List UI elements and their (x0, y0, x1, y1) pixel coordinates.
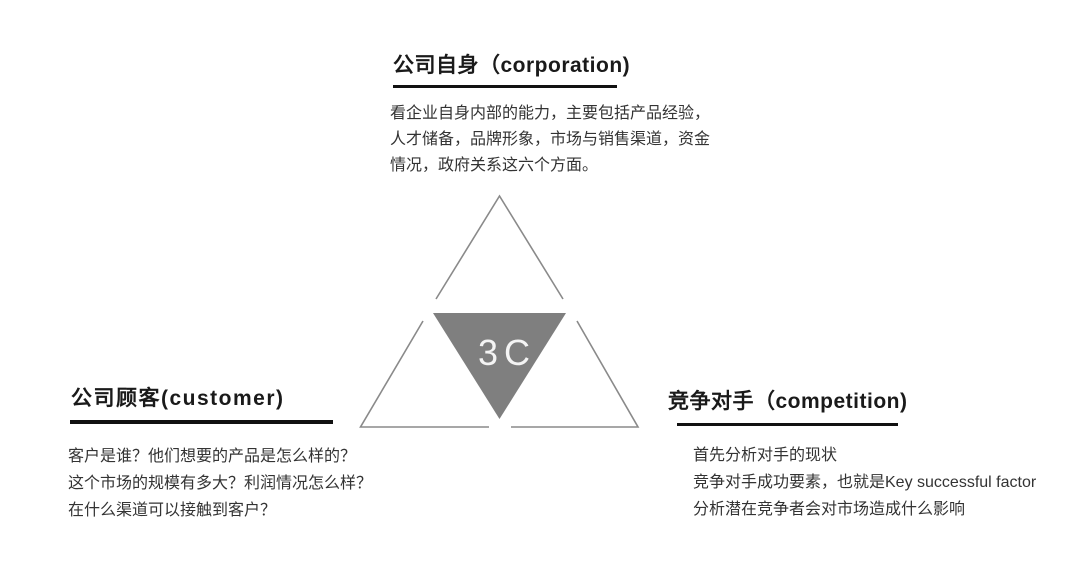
customer-section-title: 公司顾客(customer) (71, 387, 285, 410)
3c-center-label: 3C (478, 332, 536, 373)
corporation-section-title: 公司自身（corporation) (393, 54, 631, 77)
customer-description: 客户是谁？他们想要的产品是怎么样的？ 这个市场的规模有多大？利润情况怎么样？ 在… (68, 443, 372, 524)
bottom-right-triangle-outline (511, 320, 640, 428)
competition-title-underline (677, 423, 898, 426)
corporation-description-line: 情况，政府关系这六个方面。 (390, 157, 599, 174)
customer-description-line: 在什么渠道可以接触到客户？ (68, 502, 277, 519)
corporation-title-underline (393, 85, 617, 88)
top-triangle-outline (435, 194, 564, 300)
center-inverted-triangle (433, 313, 566, 419)
corporation-description-line: 人才储备，品牌形象，市场与销售渠道，资金 (390, 131, 711, 148)
customer-title-underline (70, 420, 333, 424)
corporation-description-line: 看企业自身内部的能力，主要包括产品经验， (390, 105, 711, 122)
3c-triangle-diagram: 3C (359, 194, 640, 428)
competition-description-line: 竞争对手成功要素，也就是Key successful factor (693, 474, 1037, 491)
competition-section-title: 竞争对手（competition) (668, 390, 908, 413)
bottom-left-triangle-outline (359, 320, 489, 428)
competition-description-line: 分析潜在竞争者会对市场造成什么影响 (693, 501, 966, 518)
competition-description: 首先分析对手的现状 竞争对手成功要素，也就是Key successful fac… (693, 442, 1036, 523)
competition-description-line: 首先分析对手的现状 (693, 447, 838, 464)
customer-description-line: 客户是谁？他们想要的产品是怎么样的？ (68, 448, 357, 465)
customer-description-line: 这个市场的规模有多大？利润情况怎么样？ (68, 475, 373, 492)
corporation-description: 看企业自身内部的能力，主要包括产品经验， 人才储备，品牌形象，市场与销售渠道，资… (390, 101, 710, 179)
